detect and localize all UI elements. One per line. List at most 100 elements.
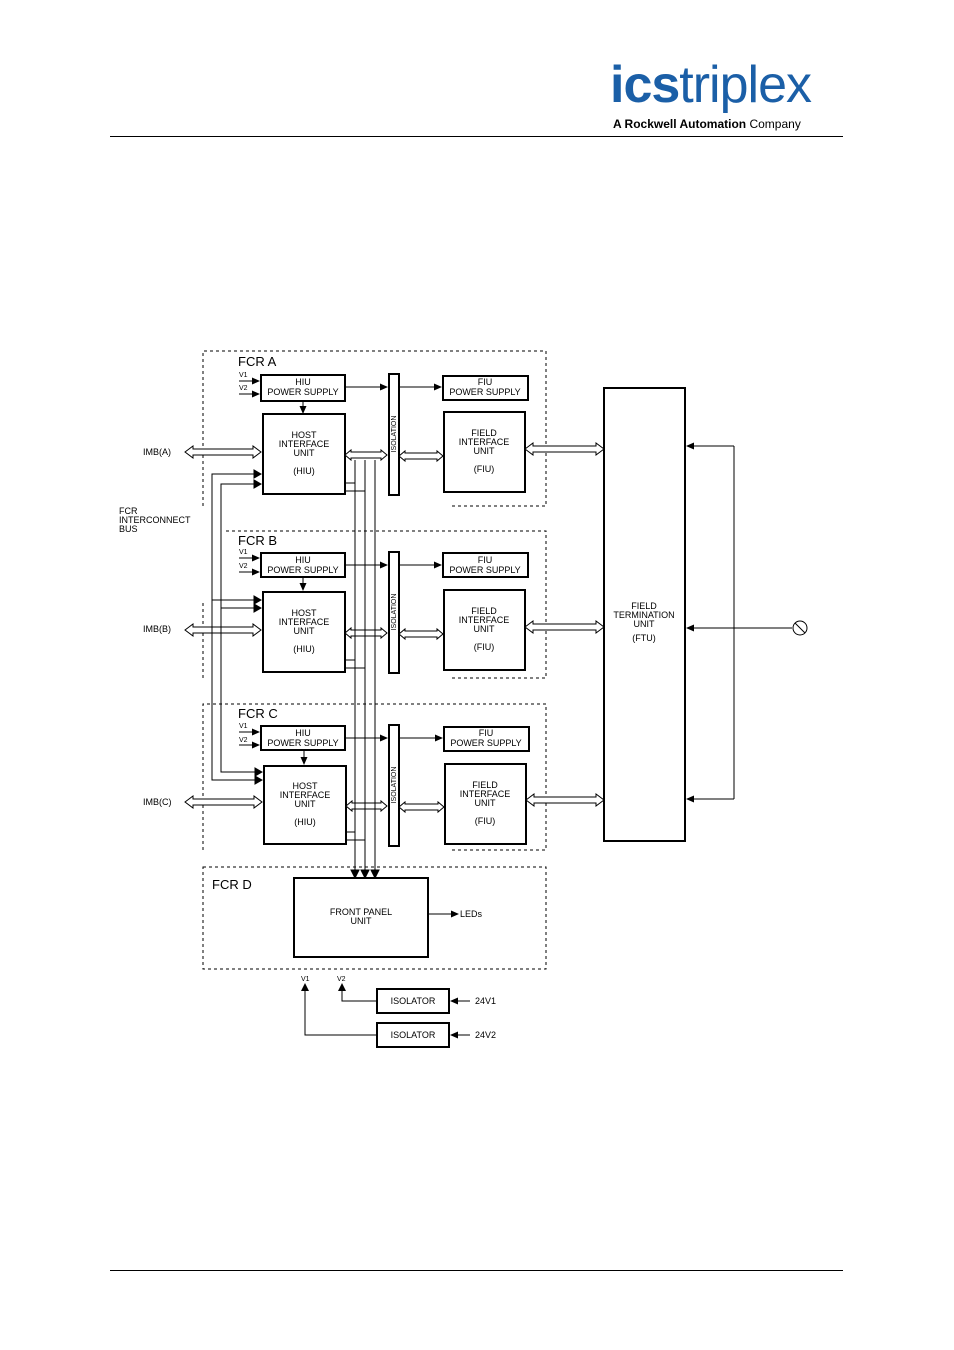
svg-text:V1: V1 [239,723,248,730]
front-panel-bus [345,460,380,880]
fiu-b-ftu-arrow [524,620,605,634]
svg-text:V1: V1 [239,549,248,556]
fcr-a-label: FCR A [238,354,277,369]
svg-text:HIU: HIU [295,377,311,387]
svg-text:UNIT: UNIT [295,799,316,809]
svg-text:POWER SUPPLY: POWER SUPPLY [267,387,338,397]
field-device-icon [792,620,808,636]
v1-label: V1 [239,372,248,379]
field-io-loop [686,442,792,803]
v2-label: V2 [239,385,248,392]
logo-wordmark: icstriplex [610,56,812,114]
fcr-c: HIU POWER SUPPLY V1 V2 HOST INTERFACE UN… [143,723,605,847]
svg-text:FIELD: FIELD [631,601,657,611]
fiu-power-supply-a [442,375,529,401]
svg-text:TERMINATION: TERMINATION [613,610,674,620]
isolation-c [388,724,400,847]
svg-text:POWER SUPPLY: POWER SUPPLY [267,565,338,575]
imb-b-arrow [184,623,262,637]
svg-text:POWER SUPPLY: POWER SUPPLY [450,738,521,748]
isolation-b [388,551,400,674]
svg-text:FIU: FIU [478,377,493,387]
imb-c-arrow [184,795,263,809]
fcr-c-label: FCR C [238,706,278,721]
field-termination-unit [603,387,686,842]
svg-text:HOST: HOST [291,608,317,618]
svg-text:ISOLATOR: ISOLATOR [391,996,436,1006]
host-interface-unit-c [263,765,347,845]
fcr-b-region [202,530,547,679]
v1-output-label: V1 [301,976,310,983]
svg-text:INTERCONNECT: INTERCONNECT [119,515,191,525]
svg-text:(FIU): (FIU) [474,642,495,652]
svg-text:INTERFACE: INTERFACE [459,615,510,625]
fiu-power-supply-c [443,726,530,752]
host-interface-unit-a [262,413,346,495]
svg-text:HIU: HIU [295,728,311,738]
input-24v1: 24V1 [475,996,496,1006]
svg-text:ISOLATION: ISOLATION [391,594,398,631]
isolator-1 [376,988,450,1014]
fcr-interconnect-bus [211,469,264,785]
svg-text:INTERFACE: INTERFACE [280,790,331,800]
svg-text:UNIT: UNIT [634,619,655,629]
host-interface-unit-b [262,591,346,673]
imb-a-arrow [184,445,262,459]
svg-text:FIELD: FIELD [472,780,498,790]
company-logo: icstriplex A Rockwell Automation Company [600,55,850,135]
svg-text:FRONT PANEL: FRONT PANEL [330,907,392,917]
svg-text:(FIU): (FIU) [474,464,495,474]
v2-output-label: V2 [337,976,346,983]
footer-rule [110,1270,843,1271]
svg-text:BUS: BUS [119,524,138,534]
svg-text:FIU: FIU [479,728,494,738]
input-24v2: 24V2 [475,1030,496,1040]
svg-text:(HIU): (HIU) [293,644,315,654]
svg-text:INTERFACE: INTERFACE [460,789,511,799]
fcr-a: HIU POWER SUPPLY V1 V2 HOST INTERFACE UN… [143,372,605,496]
svg-text:HOST: HOST [291,430,317,440]
fcr-d-label: FCR D [212,877,252,892]
svg-text:FIU: FIU [478,555,493,565]
svg-text:V2: V2 [239,737,248,744]
hiu-power-supply-a [260,374,346,402]
isolation-a [388,373,400,496]
imb-b-label: IMB(B) [143,624,171,634]
header-rule [110,136,843,137]
svg-text:(HIU): (HIU) [294,817,316,827]
svg-text:POWER SUPPLY: POWER SUPPLY [449,565,520,575]
leds-label: LEDs [460,909,483,919]
fiu-c-ftu-arrow [525,793,605,807]
svg-text:(FIU): (FIU) [475,816,496,826]
svg-text:INTERFACE: INTERFACE [279,439,330,449]
svg-text:UNIT: UNIT [474,446,495,456]
fcr-b: HIU POWER SUPPLY V1 V2 HOST INTERFACE UN… [143,549,605,674]
fiu-a-ftu-arrow [524,442,605,456]
svg-text:UNIT: UNIT [475,798,496,808]
svg-text:V2: V2 [239,563,248,570]
svg-text:HOST: HOST [292,781,318,791]
svg-text:POWER SUPPLY: POWER SUPPLY [449,387,520,397]
svg-text:FIELD: FIELD [471,428,497,438]
front-panel-unit [293,877,429,958]
fcr-b-label: FCR B [238,533,277,548]
field-interface-unit-b [443,589,526,671]
fcr-a-region [202,350,547,507]
field-interface-unit-c [444,763,527,845]
svg-text:FIELD: FIELD [471,606,497,616]
fiu-power-supply-b [442,552,529,578]
svg-text:(FTU): (FTU) [632,633,656,643]
hiu-power-supply-c [260,725,346,751]
svg-text:UNIT: UNIT [294,448,315,458]
svg-text:ISOLATION: ISOLATION [391,416,398,453]
svg-text:INTERFACE: INTERFACE [279,617,330,627]
svg-text:HIU: HIU [295,555,311,565]
svg-text:ISOLATOR: ISOLATOR [391,1030,436,1040]
fcr-c-region [202,703,547,851]
svg-text:UNIT: UNIT [351,916,372,926]
imb-c-label: IMB(C) [143,797,172,807]
logo-tagline: A Rockwell Automation Company [613,117,801,131]
svg-text:UNIT: UNIT [294,626,315,636]
svg-text:POWER SUPPLY: POWER SUPPLY [267,738,338,748]
